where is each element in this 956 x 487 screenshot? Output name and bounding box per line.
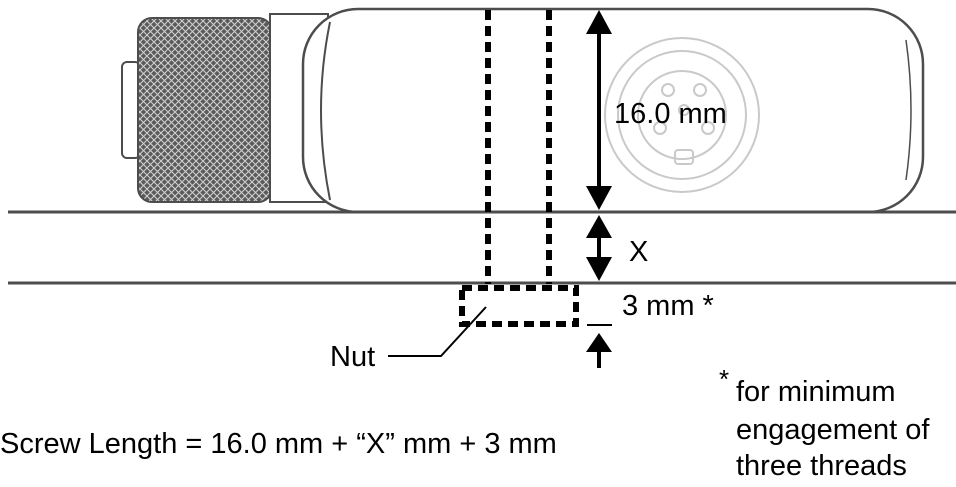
- footnote-line-3: three threads: [736, 450, 907, 482]
- footnote-mark: *: [719, 364, 730, 394]
- knurled-connector-nut: [121, 17, 273, 203]
- height-dimension-label: 16.0 mm: [614, 98, 727, 130]
- x-dimension-arrow: [586, 215, 612, 281]
- nut-label: Nut: [330, 341, 376, 373]
- footnote-line-2: engagement of: [736, 414, 930, 446]
- x-dimension-label: X: [629, 236, 649, 268]
- nut-leader-line: [388, 306, 487, 357]
- nut-dimension-label: 3 mm *: [622, 290, 714, 322]
- screw-hole-outline: [485, 10, 552, 284]
- screw-length-formula: Screw Length = 16.0 mm + “X” mm + 3 mm: [0, 428, 557, 460]
- nut-outline: [459, 285, 579, 327]
- sensor-housing: [301, 7, 925, 214]
- connector-face-icon: [604, 37, 760, 193]
- height-dimension-arrow: [586, 10, 612, 210]
- nut-dimension-marker: [586, 324, 612, 368]
- footnote-line-1: for minimum: [736, 376, 896, 408]
